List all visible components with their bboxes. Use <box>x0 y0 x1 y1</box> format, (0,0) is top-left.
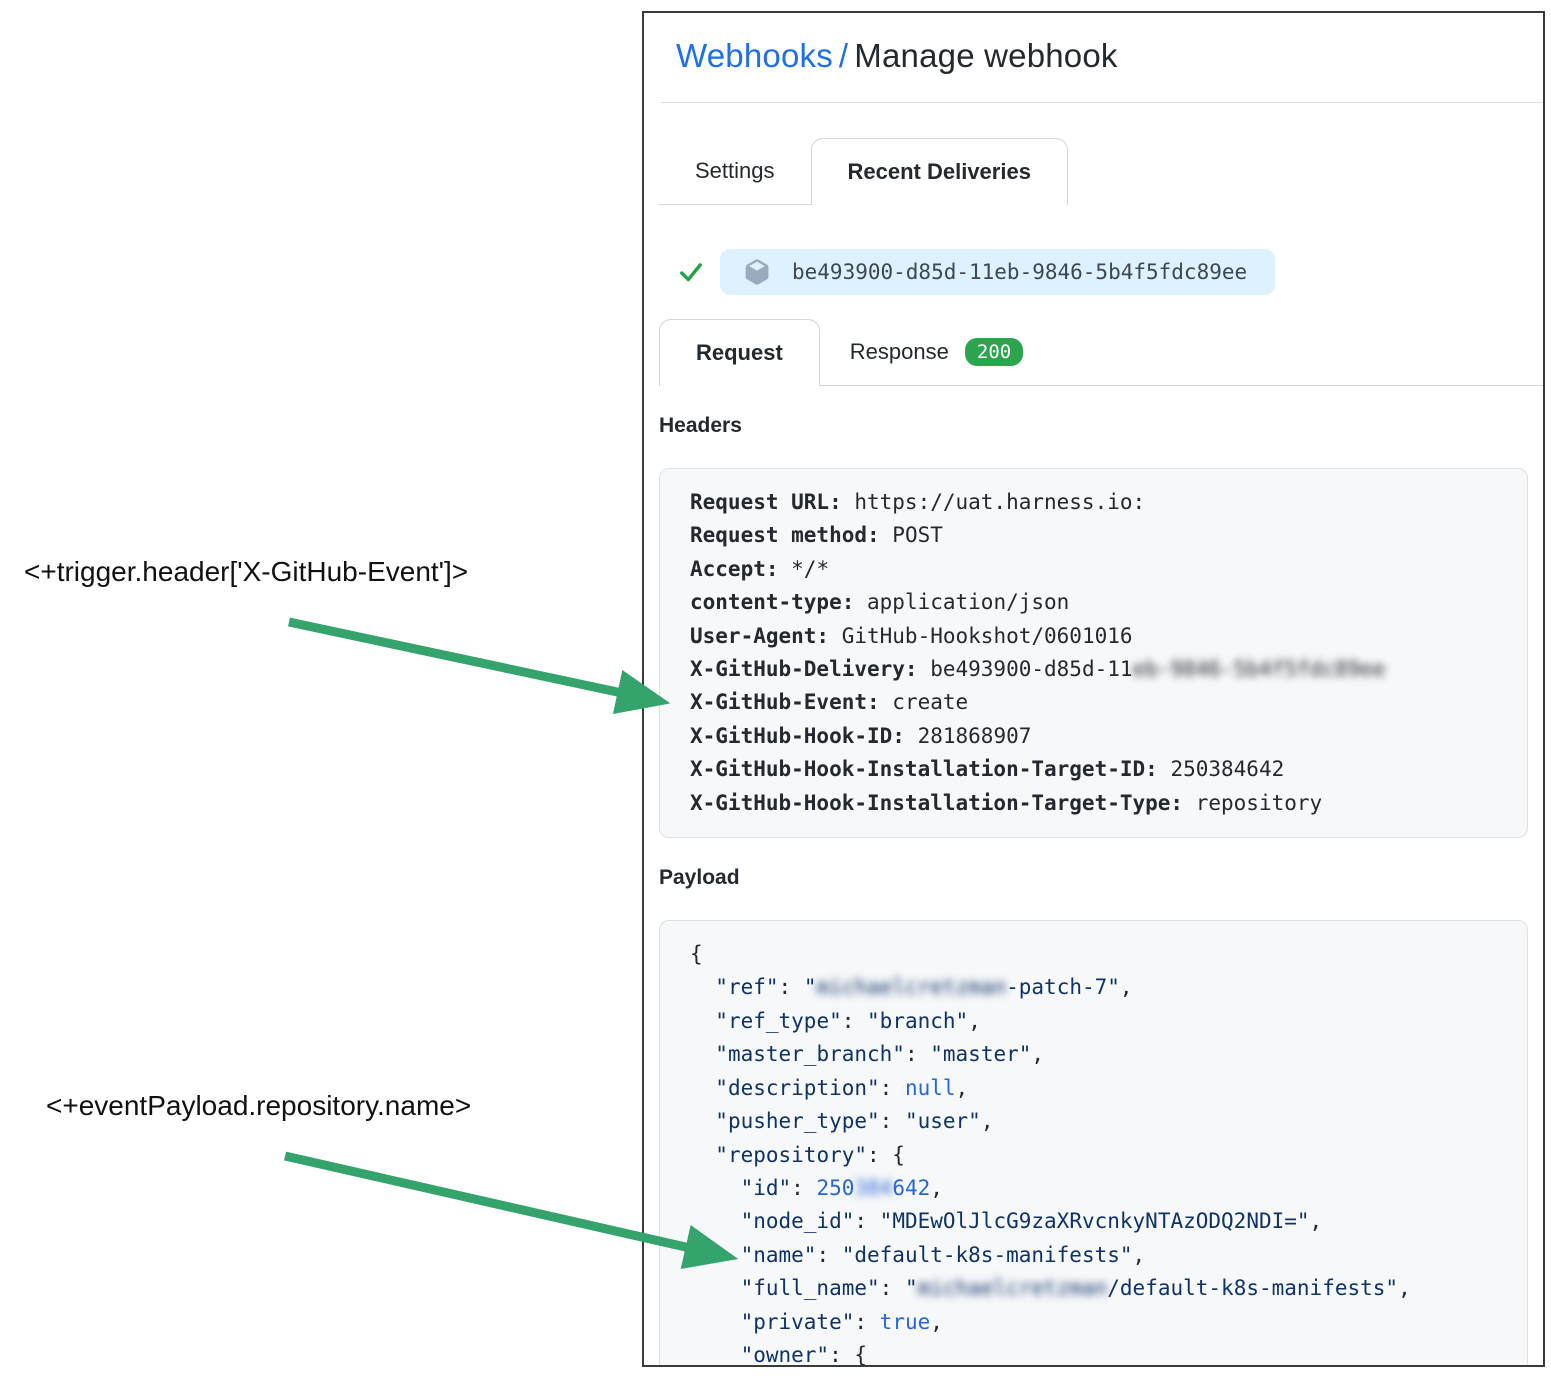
code-line: "owner": { <box>740 1342 868 1367</box>
code-line: "node_id": "MDEwOlJlcG9zaXRvcnkyNTAzODQ2… <box>740 1209 1323 1234</box>
breadcrumb: Webhooks/Manage webhook <box>676 37 1512 75</box>
delivery-tabs: Request Response 200 <box>659 319 1543 386</box>
code-line: "description": null, <box>715 1075 969 1100</box>
breadcrumb-webhooks-link[interactable]: Webhooks <box>676 37 833 74</box>
code-line: "private": true, <box>740 1309 943 1334</box>
tab-settings[interactable]: Settings <box>659 138 811 205</box>
code-line: "repository": { <box>715 1142 905 1167</box>
code-line: X-GitHub-Hook-ID: 281868907 <box>690 723 1032 748</box>
code-line: "master_branch": "master", <box>715 1042 1045 1067</box>
payload-heading: Payload <box>659 866 740 890</box>
headers-box: Request URL: https://uat.harness.io: Requ… <box>659 468 1528 839</box>
code-line: "ref": "michaelcretzman-patch-7", <box>715 975 1133 1000</box>
tab-request[interactable]: Request <box>659 319 820 386</box>
tab-response[interactable]: Response <box>849 339 949 364</box>
code-line: X-GitHub-Event: create <box>690 690 969 715</box>
delivery-guid: be493900-d85d-11eb-9846-5b4f5fdc89ee <box>792 260 1248 284</box>
title-divider <box>661 102 1543 103</box>
code-line: Request method: POST <box>690 523 943 548</box>
code-line: User-Agent: GitHub-Hookshot/0601016 <box>690 623 1133 648</box>
code-line: X-GitHub-Hook-Installation-Target-Type: … <box>690 790 1323 815</box>
success-check-icon <box>680 263 702 282</box>
code-line: "name": "default-k8s-manifests", <box>740 1242 1146 1267</box>
code-line: { <box>690 942 703 967</box>
package-icon <box>745 259 769 285</box>
code-line: "ref_type": "branch", <box>715 1008 981 1033</box>
headers-heading: Headers <box>659 414 742 437</box>
code-line: "full_name": "michaelcretzman/default-k8… <box>740 1276 1411 1301</box>
response-status-badge: 200 <box>964 338 1024 366</box>
code-line: "id": 250384642, <box>740 1175 943 1200</box>
page-title: Manage webhook <box>854 37 1118 74</box>
webhook-panel: Webhooks/Manage webhook Settings Recent … <box>642 11 1545 1367</box>
payload-box: { "ref": "michaelcretzman-patch-7", "ref… <box>659 920 1528 1367</box>
code-line: Accept: */* <box>690 556 830 581</box>
breadcrumb-separator: / <box>838 37 849 74</box>
arrow-to-repository-name <box>284 1151 739 1269</box>
tabs-rest: Response 200 <box>819 319 1543 386</box>
code-line: "pusher_type": "user", <box>715 1109 994 1134</box>
annotation-trigger-header: <+trigger.header['X-GitHub-Event']> <box>24 556 469 587</box>
delivery-row: be493900-d85d-11eb-9846-5b4f5fdc89ee <box>659 249 1528 295</box>
tab-recent-deliveries[interactable]: Recent Deliveries <box>810 138 1068 205</box>
arrow-to-github-event <box>288 617 671 715</box>
delivery-guid-pill[interactable]: be493900-d85d-11eb-9846-5b4f5fdc89ee <box>720 249 1276 295</box>
tabs-spacer <box>1068 138 1528 205</box>
annotation-event-payload: <+eventPayload.repository.name> <box>46 1090 472 1121</box>
code-line: content-type: application/json <box>690 590 1070 615</box>
code-line: Request URL: https://uat.harness.io: <box>690 490 1146 514</box>
code-line: X-GitHub-Hook-Installation-Target-ID: 25… <box>690 757 1285 782</box>
webhook-tabs: Settings Recent Deliveries <box>659 138 1528 205</box>
code-line: X-GitHub-Delivery: be493900-d85d-11eb-98… <box>690 657 1386 682</box>
